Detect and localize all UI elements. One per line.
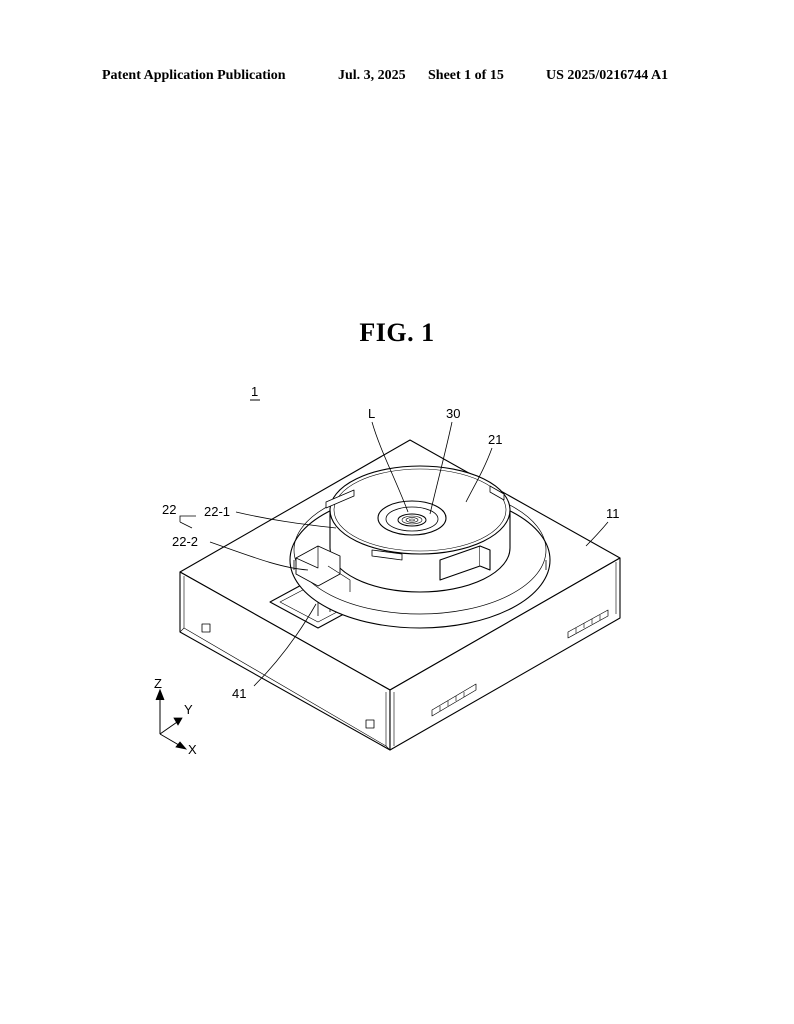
label-part-a: 22-1 [204, 504, 230, 519]
leader-11 [585, 521, 609, 547]
leader-30 [429, 421, 453, 515]
label-housing: 11 [606, 506, 620, 521]
coordinate-axes [155, 688, 188, 750]
publication-date: Jul. 3, 2025 [338, 68, 406, 83]
label-part-b: 22-2 [172, 534, 198, 549]
figure-title: FIG. 1 [359, 318, 435, 347]
leader-22-2 [209, 541, 309, 571]
label-group: 22 [162, 502, 176, 517]
publication-label: Patent Application Publication [102, 68, 286, 83]
leader-22-1 [235, 511, 337, 529]
patent-drawing: 1 L 30 21 11 22 22-1 22-2 41 Z Y X [154, 384, 621, 757]
axis-label-x: X [188, 742, 197, 757]
bracket-22 [179, 515, 196, 529]
leader-L [371, 421, 409, 513]
sheet-number: Sheet 1 of 15 [428, 68, 504, 83]
holder-tab-left [325, 489, 355, 509]
label-lens-axis: L [368, 406, 375, 421]
label-lens: 30 [446, 406, 460, 421]
axis-label-z: Z [154, 676, 162, 691]
housing-right-side [389, 557, 621, 751]
patent-number: US 2025/0216744 A1 [546, 68, 669, 83]
axis-label-y: Y [184, 702, 193, 717]
leader-41 [253, 603, 317, 687]
leader-21 [465, 447, 493, 503]
label-device: 1 [251, 384, 258, 399]
label-connector: 41 [232, 686, 246, 701]
page-header: Patent Application Publication Jul. 3, 2… [102, 68, 702, 88]
label-holder: 21 [488, 432, 502, 447]
